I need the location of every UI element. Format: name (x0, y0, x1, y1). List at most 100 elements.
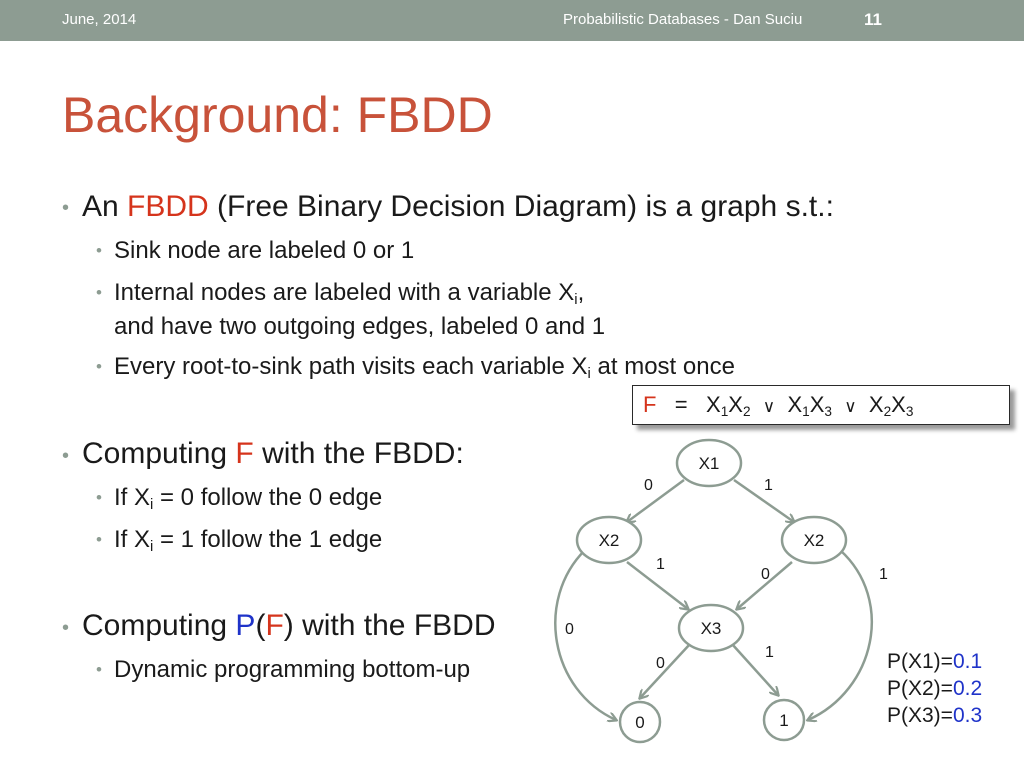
formula-var: X (868, 392, 884, 417)
bullet-text: = 0 follow the 0 edge (153, 484, 383, 511)
subscript: i (150, 497, 154, 513)
sub-bullet-follow-1: If Xi = 1 follow the 1 edge (114, 526, 382, 554)
bullet-computing-f: Computing F with the FBDD: (82, 437, 464, 471)
bullet-text: Internal nodes are labeled with a variab… (114, 279, 575, 306)
edge-label-left-sink0: 0 (565, 621, 574, 638)
header-date: June, 2014 (62, 11, 137, 28)
bullet-text: ( (255, 609, 266, 642)
bullet-text: , (577, 279, 585, 306)
edge-right-sink1 (808, 549, 873, 720)
node-left (575, 515, 643, 565)
node-sink1 (762, 698, 806, 742)
probability-x2: P(X2)=0.2 (887, 675, 982, 702)
subscript: i (574, 292, 578, 308)
sub-bullet-internal: Internal nodes are labeled with a variab… (114, 279, 584, 307)
edge-left-mid (626, 561, 688, 609)
subscript: i (150, 539, 154, 555)
formula-sub: 1 (802, 404, 810, 419)
bullet-text: = 1 follow the 1 edge (153, 526, 383, 553)
formula-eq: = (674, 392, 688, 417)
sub-bullet-dot: • (96, 530, 102, 549)
formula-lhs: F (643, 392, 657, 417)
sub-bullet-dot: • (96, 357, 102, 376)
bullet-text: If X (114, 484, 151, 511)
node-left-label: X2 (599, 531, 620, 550)
node-sink0-label: 0 (635, 713, 644, 732)
edge-mid-sink1 (731, 643, 778, 695)
bullet-text: ) with the FBDD (283, 609, 496, 642)
formula-or: ∨ (844, 397, 857, 416)
edge-label-mid-sink0: 0 (656, 655, 665, 672)
probability-list: P(X1)=0.1 P(X2)=0.2 P(X3)=0.3 (887, 648, 982, 729)
formula-var: X (809, 392, 825, 417)
slide-title: Background: FBDD (62, 87, 493, 143)
formula-sub: 1 (720, 404, 729, 419)
edge-label-left-mid: 1 (656, 556, 665, 573)
node-mid (677, 603, 745, 653)
bullet-text: If X (114, 526, 151, 553)
formula-sub: 3 (824, 404, 832, 419)
node-mid-label: X3 (701, 619, 722, 638)
sub-bullet-path: Every root-to-sink path visits each vari… (114, 353, 735, 381)
probability-x3: P(X3)=0.3 (887, 702, 982, 729)
formula-or: ∨ (762, 397, 776, 416)
edge-mid-sink0 (640, 643, 691, 698)
p-highlight: P (235, 609, 256, 642)
node-sink0 (618, 700, 662, 744)
bullet-text: Every root-to-sink path visits each vari… (114, 353, 588, 380)
bullet-computing-pf: Computing P(F) with the FBDD (82, 609, 495, 643)
node-right-label: X2 (804, 531, 825, 550)
edge-label-root-right: 1 (764, 477, 773, 494)
fbdd-highlight: FBDD (127, 190, 209, 223)
probability-label: P(X2)= (887, 677, 953, 700)
edge-label-mid-sink1: 1 (765, 644, 774, 661)
edge-root-right (733, 478, 794, 522)
bullet-text: at most once (590, 353, 735, 380)
bullet-text: Computing (82, 437, 236, 470)
formula-sub: 2 (883, 404, 892, 419)
sub-bullet-dot: • (96, 488, 102, 507)
f-highlight: F (265, 609, 284, 642)
node-right (780, 515, 848, 565)
edge-label-root-left: 0 (644, 477, 653, 494)
probability-label: P(X1)= (887, 650, 953, 673)
formula-var: X (787, 392, 803, 417)
f-highlight: F (235, 437, 254, 470)
slide-number: 11 (864, 10, 882, 29)
probability-value: 0.2 (952, 677, 983, 700)
bullet-dot: • (62, 197, 70, 219)
formula-var: X (706, 392, 721, 417)
bullet-dot: • (62, 445, 70, 467)
edge-left-sink0 (554, 549, 616, 720)
formula-sub: 3 (905, 404, 914, 419)
subscript: i (587, 366, 591, 382)
edge-root-left (627, 478, 685, 522)
bullet-text: An (82, 190, 128, 223)
sub-bullet-dot: • (96, 241, 102, 260)
bullet-dot: • (62, 617, 70, 639)
sub-bullet-internal-line2: and have two outgoing edges, labeled 0 a… (114, 313, 606, 340)
bullet-fbdd-definition: An FBDD (Free Binary Decision Diagram) i… (82, 190, 834, 224)
probability-value: 0.3 (952, 704, 983, 727)
edge-right-mid (737, 561, 793, 609)
node-root-label: X1 (699, 454, 720, 473)
node-root (675, 438, 743, 488)
edge-label-right-sink1: 1 (879, 566, 888, 583)
sub-bullet-dot: • (96, 283, 102, 302)
edge-label-right-mid: 0 (761, 566, 770, 583)
probability-label: P(X3)= (887, 704, 953, 727)
sub-bullet-dynamic: Dynamic programming bottom-up (114, 656, 471, 683)
sub-bullet-sink: Sink node are labeled 0 or 1 (114, 237, 415, 264)
formula: F = X1X2 ∨ X1X3 ∨ X2X3 (643, 392, 913, 418)
probability-value: 0.1 (952, 650, 983, 673)
header-footer: Probabilistic Databases - Dan Suciu (563, 11, 803, 28)
node-sink1-label: 1 (779, 711, 788, 730)
bullet-text: (Free Binary Decision Diagram) is a grap… (208, 190, 834, 223)
sub-bullet-follow-0: If Xi = 0 follow the 0 edge (114, 484, 382, 512)
formula-sub: 2 (742, 404, 751, 419)
probability-x1: P(X1)=0.1 (887, 648, 982, 675)
bullet-text: Computing (82, 609, 236, 642)
formula-box: F = X1X2 ∨ X1X3 ∨ X2X3 (632, 385, 1010, 425)
sub-bullet-dot: • (96, 660, 102, 679)
